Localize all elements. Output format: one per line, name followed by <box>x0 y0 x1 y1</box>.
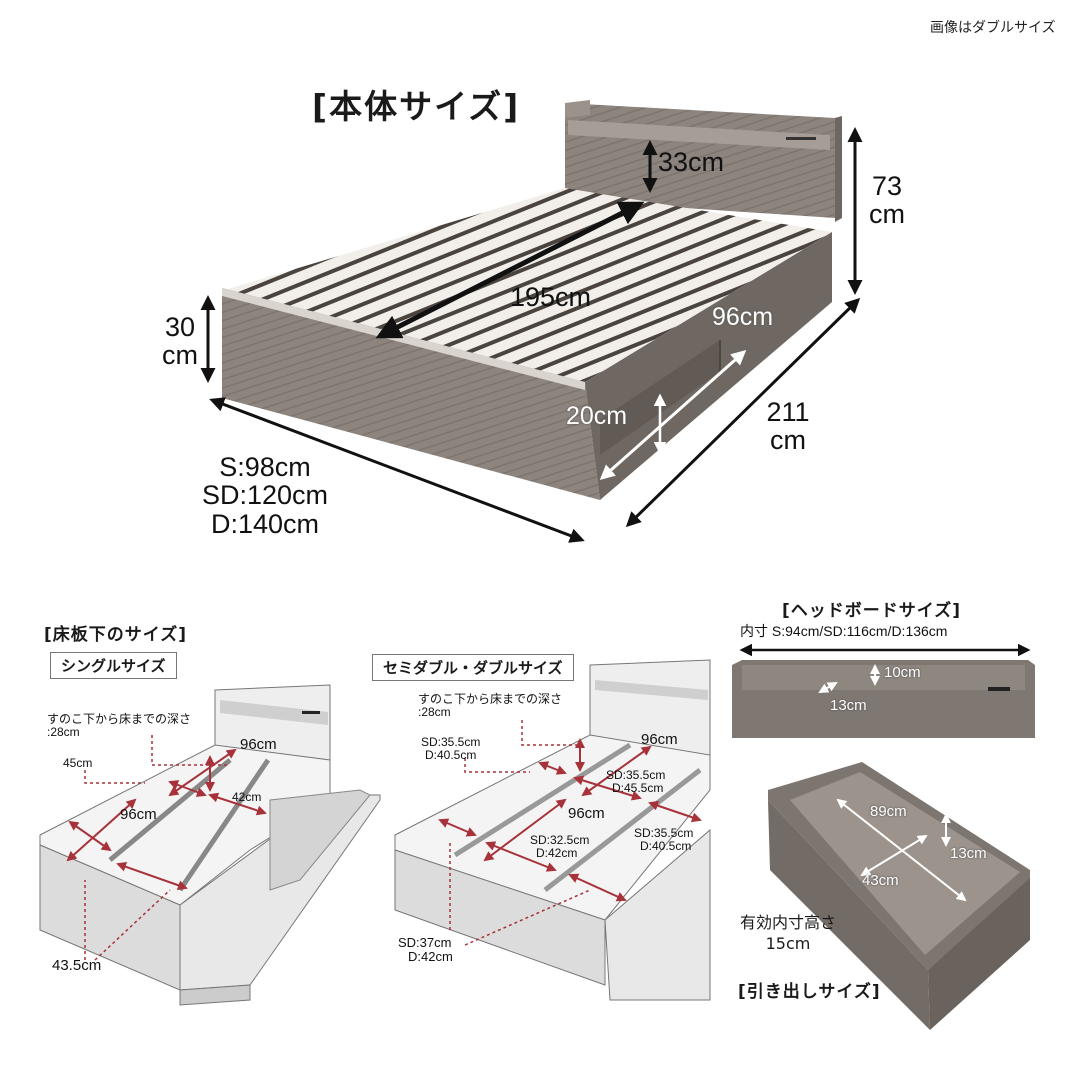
double-dim-back-length: 96cm <box>641 731 678 748</box>
double-dim-height-left-sd: SD:35.5cm <box>421 735 481 749</box>
headboard-dim-depth: 13cm <box>830 697 867 714</box>
dim-width-semi-double: SD:120cm <box>201 480 329 511</box>
dim-total-height-unit: cm <box>869 199 905 230</box>
dim-frame-height: 30 cm <box>158 313 202 370</box>
double-dim-center: SD:32.5cm D:42cm <box>530 833 590 861</box>
drawer-photo <box>768 762 1030 1030</box>
headboard-dim-height: 10cm <box>884 664 921 681</box>
double-dim-center-d: D:42cm <box>536 846 578 861</box>
single-dim-width-front: 43.5cm <box>52 957 102 974</box>
dim-frame-height-value: 30 <box>164 312 196 342</box>
drawer-section-title: [引き出しサイズ] <box>738 982 881 1002</box>
main-section-title: [本体サイズ] <box>312 87 521 126</box>
double-dim-height-left-d: D:40.5cm <box>425 748 477 763</box>
double-dim-mid-right: SD:35.5cm D:45.5cm <box>606 768 666 796</box>
double-dim-front-length: 96cm <box>568 805 605 822</box>
single-dim-height-left: 45cm <box>63 756 93 770</box>
double-dim-mid-right-d: D:45.5cm <box>612 781 664 796</box>
double-diagram <box>394 659 711 1001</box>
double-dim-right-side: SD:35.5cm D:40.5cm <box>634 826 694 854</box>
drawer-effective-height: 有効内寸高さ 15cm <box>740 913 836 955</box>
double-dim-right-side-d: D:40.5cm <box>640 839 692 854</box>
double-depth-note-value: :28cm <box>418 705 451 720</box>
headboard-photo <box>732 643 1035 738</box>
dim-total-length: 211 cm <box>758 398 818 455</box>
double-dim-front-d: D:42cm <box>408 949 453 965</box>
headboard-inner-size: 内寸 S:94cm/SD:116cm/D:136cm <box>740 623 948 639</box>
single-diagram <box>39 684 381 1006</box>
double-depth-note-label: すのこ下から床までの深さ <box>418 692 563 706</box>
single-depth-note-value: :28cm <box>47 725 80 740</box>
drawer-dim-length: 89cm <box>870 803 907 820</box>
dim-drawer-length: 96cm <box>712 303 774 331</box>
double-dim-center-sd: SD:32.5cm <box>530 833 590 847</box>
dim-total-length-value: 211 <box>766 397 810 427</box>
double-dim-mid-right-sd: SD:35.5cm <box>606 768 666 782</box>
single-dim-width-mid: 42cm <box>232 790 262 804</box>
double-dim-front: SD:37cm D:42cm <box>398 935 453 965</box>
single-dim-back-length: 96cm <box>240 736 277 753</box>
dim-slat-length: 195cm <box>510 282 592 312</box>
single-depth-note: すのこ下から床までの深さ :28cm <box>47 712 192 740</box>
dim-width-double: D:140cm <box>210 508 320 539</box>
single-depth-note-label: すのこ下から床までの深さ <box>47 712 192 726</box>
double-dim-front-sd: SD:37cm <box>398 935 452 950</box>
double-dim-right-side-sd: SD:35.5cm <box>634 826 694 840</box>
dim-width-single: S:98cm <box>219 452 311 482</box>
dim-total-height: 73 cm <box>862 172 912 229</box>
dim-total-height-value: 73 <box>871 171 903 201</box>
dim-drawer-height: 20cm <box>566 402 628 430</box>
headboard-section-title: [ヘッドボードサイズ] <box>782 601 962 621</box>
single-size-label: シングルサイズ <box>50 652 177 679</box>
drawer-dim-width: 43cm <box>862 872 899 889</box>
under-floor-section-title: [床板下のサイズ] <box>44 625 188 645</box>
drawer-effective-height-value: 15cm <box>765 933 811 953</box>
dim-total-length-unit: cm <box>770 425 806 456</box>
double-dim-height-left: SD:35.5cm D:40.5cm <box>421 735 481 763</box>
dim-widths: S:98cm SD:120cm D:140cm <box>185 453 345 538</box>
drawer-dim-height: 13cm <box>950 845 987 862</box>
double-depth-note: すのこ下から床までの深さ :28cm <box>418 692 563 720</box>
dim-frame-height-unit: cm <box>162 340 198 371</box>
corner-note: 画像はダブルサイズ <box>930 20 1056 36</box>
single-dim-front-length: 96cm <box>120 806 157 823</box>
dim-headboard-shelf-height: 33cm <box>658 147 725 177</box>
semi-double-double-size-label: セミダブル・ダブルサイズ <box>372 654 574 681</box>
drawer-effective-height-label: 有効内寸高さ <box>740 913 837 932</box>
